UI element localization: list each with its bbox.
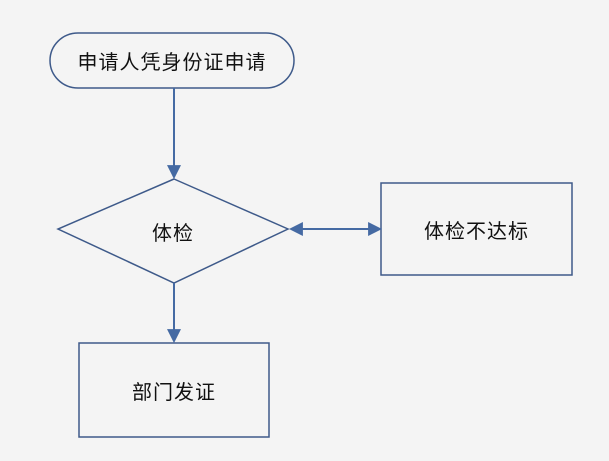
fail-node-label: 体检不达标 [424,218,529,243]
fail-box-shape [380,182,573,276]
issue-node-label: 部门发证 [132,379,216,404]
start-node-label: 申请人凭身份证申请 [77,50,267,74]
issue-box-shape [78,342,270,438]
start-node-shape [49,32,295,89]
decision-node-label: 体检 [152,220,194,245]
